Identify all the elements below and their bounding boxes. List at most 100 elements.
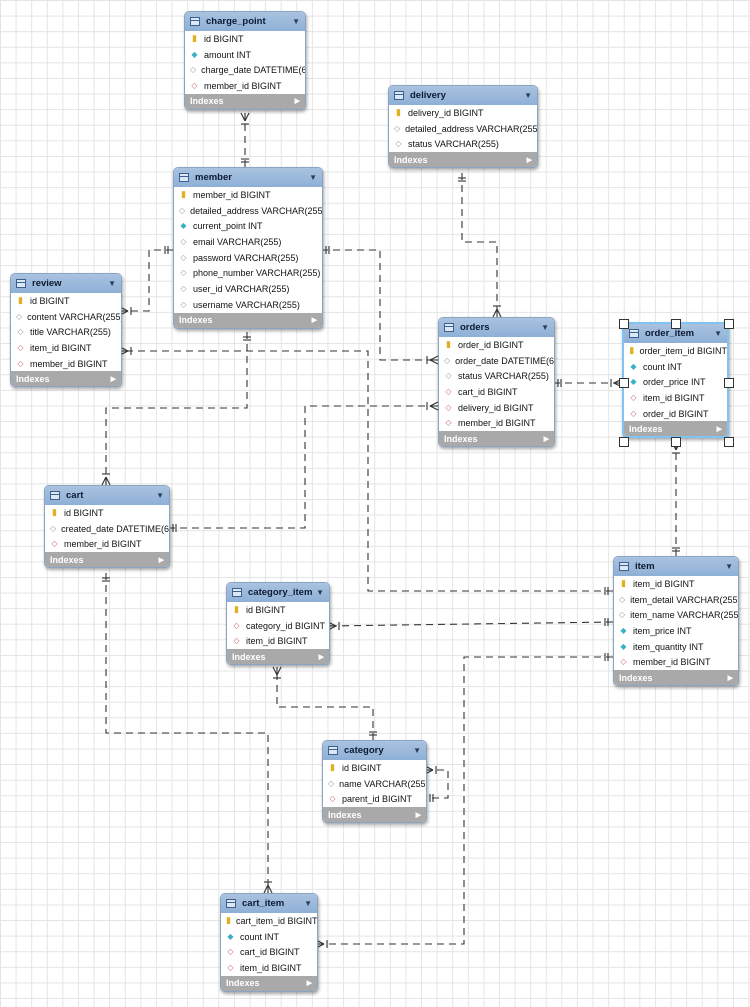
column-row[interactable]: ◇item_id BIGINT [11, 340, 121, 356]
column-row[interactable]: ◇name VARCHAR(255) [323, 776, 426, 792]
column-row[interactable]: ◇member_id BIGINT [185, 78, 305, 94]
column-row[interactable]: ◇member_id BIGINT [11, 356, 121, 372]
column-row[interactable]: ◆item_quantity INT [614, 639, 738, 655]
expand-arrow-icon[interactable]: ▶ [526, 156, 532, 164]
collapse-caret-icon[interactable]: ▼ [156, 491, 164, 500]
column-row[interactable]: ◇phone_number VARCHAR(255) [174, 265, 322, 281]
indexes-section[interactable]: Indexes▶ [221, 975, 317, 991]
collapse-caret-icon[interactable]: ▼ [725, 562, 733, 571]
table-orders[interactable]: orders▼▮order_id BIGINT◇order_date DATET… [438, 317, 555, 448]
column-row[interactable]: ◇detailed_address VARCHAR(255) [389, 121, 537, 137]
indexes-section[interactable]: Indexes▶ [439, 431, 554, 447]
column-row[interactable]: ◇password VARCHAR(255) [174, 250, 322, 266]
resize-handle-top-right[interactable] [724, 319, 734, 329]
column-row[interactable]: ▮id BIGINT [185, 31, 305, 47]
expand-arrow-icon[interactable]: ▶ [158, 556, 164, 564]
column-row[interactable]: ▮cart_item_id BIGINT [221, 913, 317, 929]
expand-arrow-icon[interactable]: ▶ [311, 317, 317, 324]
indexes-section[interactable]: Indexes▶ [323, 807, 426, 823]
collapse-caret-icon[interactable]: ▼ [304, 899, 312, 908]
table-review[interactable]: review▼▮id BIGINT◇content VARCHAR(255)◇t… [10, 273, 122, 388]
column-row[interactable]: ◇category_id BIGINT [227, 618, 329, 634]
column-row[interactable]: ◇parent_id BIGINT [323, 791, 426, 807]
indexes-section[interactable]: Indexes▶ [45, 552, 169, 568]
resize-handle-bottom-right[interactable] [724, 437, 734, 447]
table-delivery[interactable]: delivery▼▮delivery_id BIGINT◇detailed_ad… [388, 85, 538, 169]
table-cart-item[interactable]: cart_item▼▮cart_item_id BIGINT◆count INT… [220, 893, 318, 992]
table-category-item[interactable]: category_item▼▮id BIGINT◇category_id BIG… [226, 582, 330, 666]
collapse-caret-icon[interactable]: ▼ [292, 17, 300, 26]
table-cart[interactable]: cart▼▮id BIGINT◇created_date DATETIME(6)… [44, 485, 170, 569]
table-header[interactable]: category▼ [323, 741, 426, 760]
column-row[interactable]: ◇status VARCHAR(255) [389, 136, 537, 152]
column-row[interactable]: ◇content VARCHAR(255) [11, 309, 121, 325]
column-row[interactable]: ▮id BIGINT [11, 293, 121, 309]
column-row[interactable]: ◆count INT [221, 929, 317, 945]
column-row[interactable]: ◇created_date DATETIME(6) [45, 521, 169, 537]
column-row[interactable]: ▮id BIGINT [323, 760, 426, 776]
column-row[interactable]: ◇member_id BIGINT [614, 654, 738, 670]
collapse-caret-icon[interactable]: ▼ [714, 329, 722, 338]
column-row[interactable]: ◇member_id BIGINT [45, 536, 169, 552]
collapse-caret-icon[interactable]: ▼ [413, 746, 421, 755]
resize-handle-top-middle[interactable] [671, 319, 681, 329]
indexes-section[interactable]: Indexes▶ [624, 421, 727, 437]
expand-arrow-icon[interactable]: ▶ [727, 674, 733, 682]
table-header[interactable]: cart▼ [45, 486, 169, 505]
column-row[interactable]: ◇charge_date DATETIME(6) [185, 62, 305, 78]
table-header[interactable]: order_item▼ [624, 324, 727, 343]
column-row[interactable]: ◇email VARCHAR(255) [174, 234, 322, 250]
column-row[interactable]: ◇item_detail VARCHAR(255) [614, 592, 738, 608]
table-header[interactable]: item▼ [614, 557, 738, 576]
table-header[interactable]: cart_item▼ [221, 894, 317, 913]
column-row[interactable]: ◆amount INT [185, 47, 305, 63]
column-row[interactable]: ◇cart_id BIGINT [439, 384, 554, 400]
resize-handle-top-left[interactable] [619, 319, 629, 329]
table-order-item[interactable]: order_item▼▮order_item_id BIGINT◆count I… [622, 322, 729, 439]
column-row[interactable]: ▮member_id BIGINT [174, 187, 322, 203]
column-row[interactable]: ◇item_id BIGINT [624, 390, 727, 406]
column-row[interactable]: ◇item_name VARCHAR(255) [614, 607, 738, 623]
column-row[interactable]: ◆count INT [624, 359, 727, 375]
table-header[interactable]: category_item▼ [227, 583, 329, 602]
column-row[interactable]: ▮id BIGINT [45, 505, 169, 521]
column-row[interactable]: ◇user_id VARCHAR(255) [174, 281, 322, 297]
indexes-section[interactable]: Indexes▶ [389, 152, 537, 168]
expand-arrow-icon[interactable]: ▶ [306, 980, 312, 988]
column-row[interactable]: ▮item_id BIGINT [614, 576, 738, 592]
table-header[interactable]: charge_point▼ [185, 12, 305, 31]
indexes-section[interactable]: Indexes▶ [185, 93, 305, 109]
expand-arrow-icon[interactable]: ▶ [415, 811, 421, 819]
collapse-caret-icon[interactable]: ▼ [316, 588, 324, 597]
resize-handle-bottom-middle[interactable] [671, 437, 681, 447]
table-header[interactable]: member▼ [174, 168, 322, 187]
column-row[interactable]: ▮order_item_id BIGINT [624, 343, 727, 359]
column-row[interactable]: ◇member_id BIGINT [439, 415, 554, 431]
collapse-caret-icon[interactable]: ▼ [524, 91, 532, 100]
indexes-section[interactable]: Indexes▶ [174, 312, 322, 328]
column-row[interactable]: ◇cart_id BIGINT [221, 944, 317, 960]
table-header[interactable]: review▼ [11, 274, 121, 293]
collapse-caret-icon[interactable]: ▼ [541, 323, 549, 332]
column-row[interactable]: ◇item_id BIGINT [227, 633, 329, 649]
column-row[interactable]: ◇detailed_address VARCHAR(255) [174, 203, 322, 219]
column-row[interactable]: ◇username VARCHAR(255) [174, 297, 322, 313]
expand-arrow-icon[interactable]: ▶ [110, 375, 116, 383]
table-item[interactable]: item▼▮item_id BIGINT◇item_detail VARCHAR… [613, 556, 739, 687]
column-row[interactable]: ◆item_price INT [614, 623, 738, 639]
indexes-section[interactable]: Indexes▶ [227, 649, 329, 665]
column-row[interactable]: ◇item_id BIGINT [221, 960, 317, 976]
table-charge-point[interactable]: charge_point▼▮id BIGINT◆amount INT◇charg… [184, 11, 306, 110]
table-header[interactable]: delivery▼ [389, 86, 537, 105]
expand-arrow-icon[interactable]: ▶ [543, 435, 549, 443]
resize-handle-bottom-left[interactable] [619, 437, 629, 447]
collapse-caret-icon[interactable]: ▼ [309, 173, 317, 182]
collapse-caret-icon[interactable]: ▼ [108, 279, 116, 288]
column-row[interactable]: ◇order_id BIGINT [624, 406, 727, 422]
table-header[interactable]: orders▼ [439, 318, 554, 337]
column-row[interactable]: ◆order_price INT [624, 374, 727, 390]
table-member[interactable]: member▼▮member_id BIGINT◇detailed_addres… [173, 167, 323, 329]
column-row[interactable]: ◆current_point INT [174, 218, 322, 234]
column-row[interactable]: ▮delivery_id BIGINT [389, 105, 537, 121]
column-row[interactable]: ◇order_date DATETIME(6) [439, 353, 554, 369]
